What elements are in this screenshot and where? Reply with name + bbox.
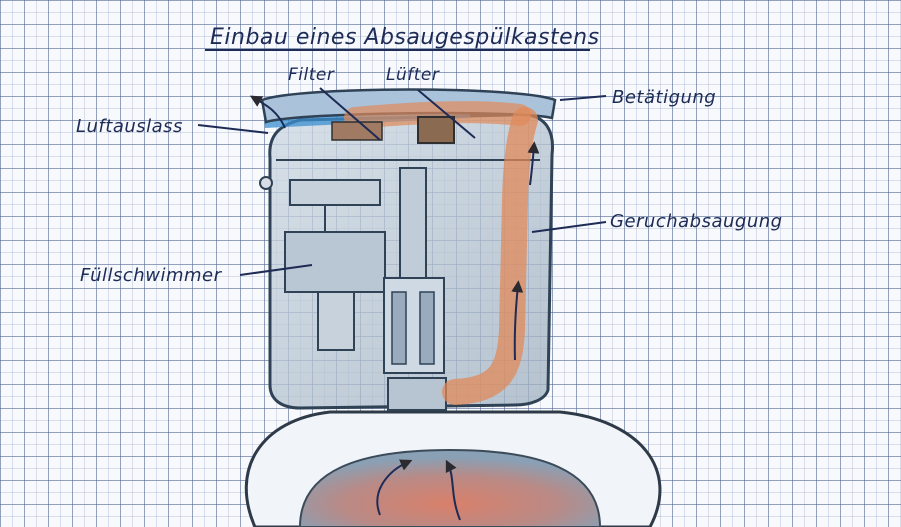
- label-luftauslass: Luftauslass: [76, 116, 183, 137]
- filter-unit: [332, 122, 382, 140]
- label-filter: Filter: [288, 65, 335, 85]
- label-geruchabsaugung: Geruchabsaugung: [610, 211, 783, 232]
- leader-betaetigung: [560, 96, 606, 100]
- fan-unit: [418, 117, 454, 143]
- label-fuellschwimmer: Füllschwimmer: [80, 265, 223, 286]
- leader-luftauslass: [198, 125, 268, 133]
- label-betaetigung: Betätigung: [612, 87, 716, 108]
- label-luefter: Lüfter: [386, 65, 440, 85]
- diagram-title: Einbau eines Absaugespülkastens: [210, 25, 600, 50]
- toilet-bowl: [246, 412, 660, 527]
